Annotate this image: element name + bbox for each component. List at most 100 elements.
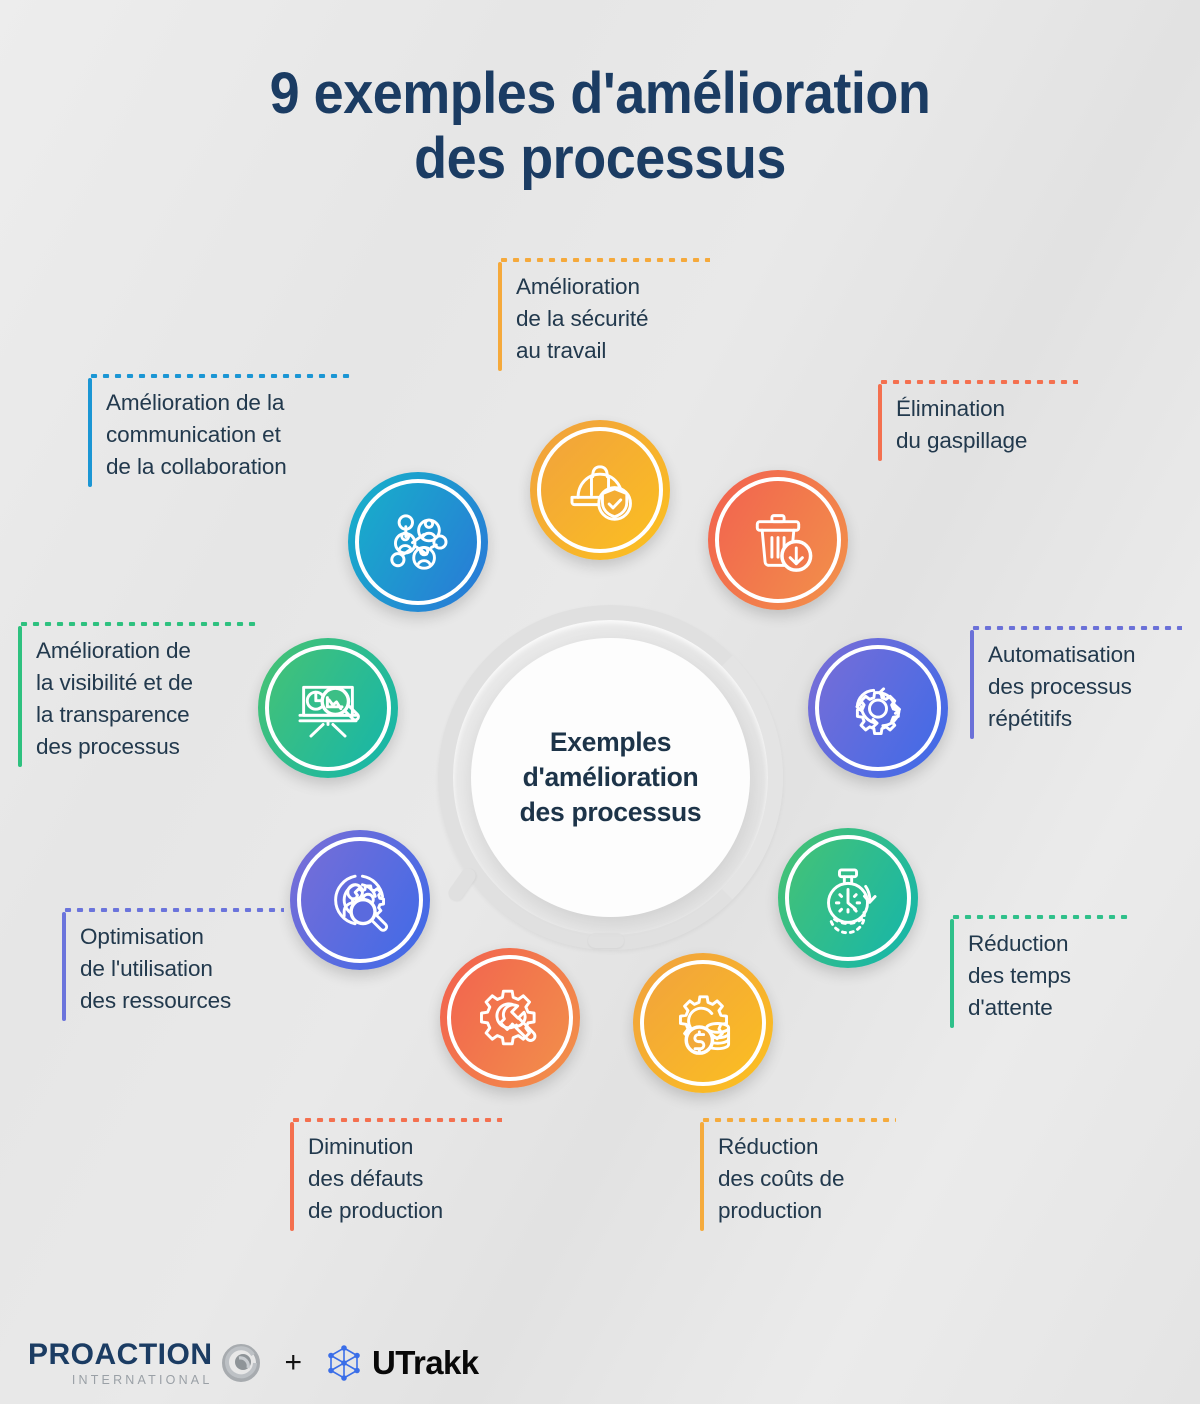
- callout-line: Optimisation: [80, 924, 204, 949]
- bubble-ring: [785, 835, 911, 961]
- bubble-ring: [355, 479, 481, 605]
- callout-dots: [970, 626, 1182, 630]
- presentation-chart-magnifier-icon: [298, 685, 360, 738]
- callout-line: la transparence: [36, 701, 190, 727]
- callout-visibilite: Amélioration de la visibilité et de la t…: [18, 622, 258, 767]
- gear-refresh-arrows-icon: [855, 687, 901, 736]
- icon-bubble-securite[interactable]: [530, 420, 670, 560]
- footer-logos: PROACTION INTERNATIONAL + UTrakk: [28, 1337, 479, 1387]
- callout-text: Optimisation de l'utilisation des ressou…: [66, 912, 231, 1021]
- callout-bar: [950, 919, 954, 1028]
- callout-line: Amélioration de la: [106, 390, 285, 415]
- callout-body: Réduction des coûts de production: [700, 1122, 896, 1231]
- hub-ring-cap-left: [445, 865, 479, 904]
- callout-line: de production: [308, 1197, 444, 1223]
- callout-automatisation: Automatisation des processus répétitifs: [970, 626, 1182, 739]
- people-gear-magnifier-icon: [334, 874, 389, 932]
- page-title: 9 exemples d'amélioration des processus: [42, 61, 1158, 192]
- callout-line: des coûts de: [718, 1165, 845, 1191]
- callout-line: de la collaboration: [106, 453, 287, 479]
- utrakk-logo[interactable]: UTrakk: [324, 1343, 479, 1383]
- icon-bubble-automatisation[interactable]: [808, 638, 948, 778]
- callout-line: de la sécurité: [516, 305, 649, 331]
- callout-body: Élimination du gaspillage: [878, 384, 1078, 461]
- utrakk-cube-network-icon: [328, 1344, 360, 1381]
- callout-line: production: [718, 1197, 823, 1223]
- hub-label-line-2: d'amélioration: [522, 762, 699, 793]
- hub-label: Exemples d'amélioration des processus: [520, 725, 702, 830]
- gear-coins-dollar-icon: [678, 995, 731, 1055]
- callout-attente: Réduction des temps d'attente: [950, 915, 1130, 1028]
- callout-line: Réduction: [718, 1134, 819, 1159]
- callout-line: au travail: [516, 337, 607, 363]
- callout-line: communication et: [106, 421, 281, 447]
- hard-hat-shield-check-icon: [570, 465, 632, 521]
- callout-body: Automatisation des processus répétitifs: [970, 630, 1182, 739]
- hub-label-line-3: des processus: [519, 796, 702, 827]
- page-title-line-1: 9 exemples d'amélioration: [269, 61, 931, 126]
- callout-couts: Réduction des coûts de production: [700, 1118, 896, 1231]
- bubble-ring: [265, 645, 391, 771]
- callout-line: des défauts: [308, 1165, 424, 1191]
- callout-line: des temps: [968, 962, 1071, 988]
- callout-line: des ressources: [80, 987, 232, 1013]
- callout-line: répétitifs: [988, 705, 1073, 731]
- callout-dots: [950, 915, 1130, 919]
- callout-line: Élimination: [896, 396, 1005, 421]
- icon-bubble-attente[interactable]: [778, 828, 918, 968]
- gear-wrench-icon: [480, 989, 537, 1046]
- callout-bar: [700, 1122, 704, 1231]
- callout-line: Amélioration: [516, 274, 640, 299]
- callout-bar: [88, 378, 92, 487]
- icon-bubble-communication[interactable]: [348, 472, 488, 612]
- callout-body: Amélioration de la visibilité et de la t…: [18, 626, 258, 767]
- proaction-name: PROACTION: [28, 1337, 213, 1371]
- icon-bubble-defauts[interactable]: [440, 948, 580, 1088]
- utrakk-name: UTrakk: [372, 1343, 479, 1381]
- callout-bar: [62, 912, 66, 1021]
- callout-dots: [878, 380, 1078, 384]
- callout-bar: [878, 384, 882, 461]
- proaction-subtitle: INTERNATIONAL: [71, 1372, 213, 1387]
- callout-body: Diminution des défauts de production: [290, 1122, 502, 1231]
- callout-defauts: Diminution des défauts de production: [290, 1118, 502, 1231]
- hub-inner-circle: Exemples d'amélioration des processus: [471, 638, 750, 917]
- callout-body: Amélioration de la communication et de l…: [88, 378, 350, 487]
- callout-line: de l'utilisation: [80, 955, 213, 981]
- callout-body: Amélioration de la sécurité au travail: [498, 262, 710, 371]
- callout-text: Amélioration de la visibilité et de la t…: [22, 626, 193, 767]
- callout-line: Amélioration de: [36, 638, 191, 663]
- icon-bubble-visibilite[interactable]: [258, 638, 398, 778]
- callout-bar: [18, 626, 22, 767]
- icon-bubble-ressources[interactable]: [290, 830, 430, 970]
- icon-bubble-gaspillage[interactable]: [708, 470, 848, 610]
- callout-ressources: Optimisation de l'utilisation des ressou…: [62, 908, 284, 1021]
- callout-text: Réduction des coûts de production: [704, 1122, 844, 1231]
- bubble-ring: [297, 837, 423, 963]
- bubble-ring: [715, 477, 841, 603]
- callout-body: Optimisation de l'utilisation des ressou…: [62, 912, 284, 1021]
- callout-body: Réduction des temps d'attente: [950, 919, 1130, 1028]
- callout-dots: [498, 258, 710, 262]
- callout-line: Diminution: [308, 1134, 414, 1159]
- bubble-ring: [447, 955, 573, 1081]
- proaction-wordmark: PROACTION INTERNATIONAL: [28, 1337, 213, 1387]
- callout-line: la visibilité et de: [36, 669, 193, 695]
- proaction-spiral-icon: [221, 1343, 260, 1382]
- callout-line: des processus: [988, 673, 1132, 699]
- icon-bubble-couts[interactable]: [633, 953, 773, 1093]
- center-hub: Exemples d'amélioration des processus: [438, 605, 783, 950]
- callout-text: Automatisation des processus répétitifs: [974, 630, 1136, 739]
- callout-text: Élimination du gaspillage: [882, 384, 1027, 461]
- callout-communication: Amélioration de la communication et de l…: [88, 374, 350, 487]
- callout-bar: [498, 262, 502, 371]
- bubble-ring: [815, 645, 941, 771]
- callout-dots: [700, 1118, 896, 1122]
- callout-line: Réduction: [968, 931, 1069, 956]
- bubble-ring: [537, 427, 663, 553]
- proaction-logo[interactable]: PROACTION INTERNATIONAL: [28, 1337, 263, 1387]
- bubble-ring: [640, 960, 766, 1086]
- callout-text: Diminution des défauts de production: [294, 1122, 443, 1231]
- page-title-line-2: des processus: [414, 125, 786, 191]
- plus-separator: +: [284, 1345, 303, 1379]
